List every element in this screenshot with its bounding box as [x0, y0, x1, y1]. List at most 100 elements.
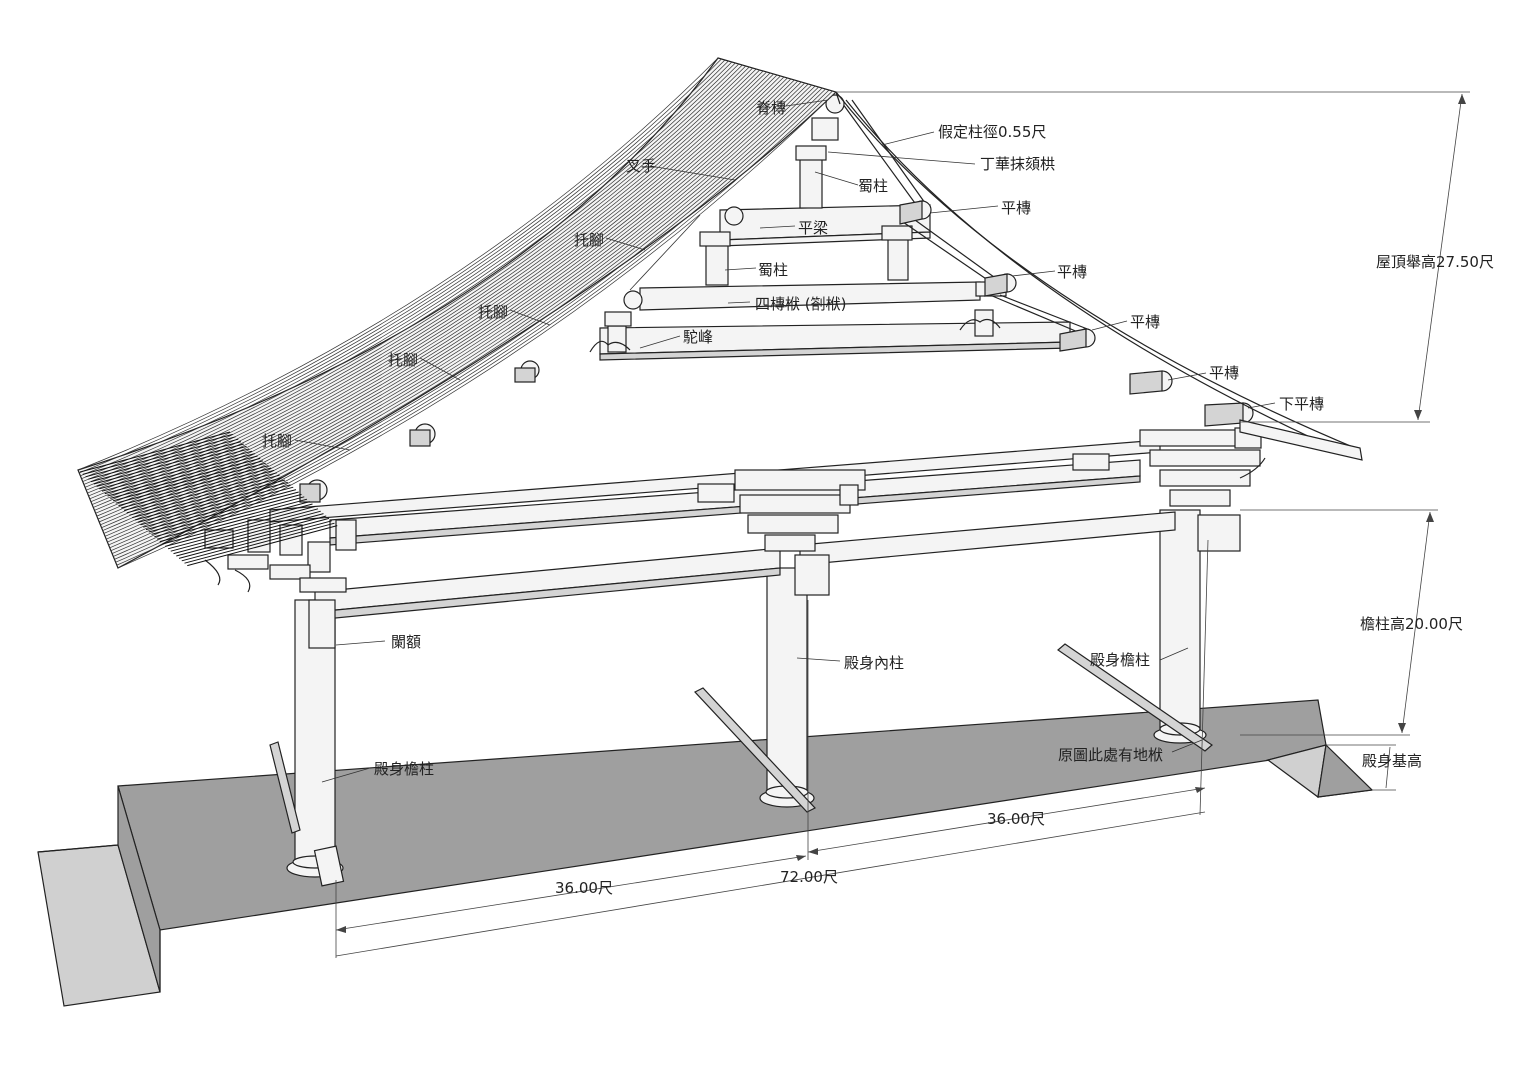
- eave-tile-line: [126, 472, 277, 514]
- eave-tile-line: [167, 508, 319, 550]
- rafter-line: [110, 85, 816, 552]
- rafter-line: [88, 66, 750, 497]
- eave-tile-line: [159, 501, 310, 543]
- eave-tile-line: [181, 520, 332, 562]
- eave-tile-line: [99, 448, 250, 490]
- rafter-line: [107, 82, 806, 543]
- leader-lines: [294, 99, 1276, 783]
- label-tuo-feng: 駝峰: [683, 328, 713, 346]
- dim-base-height: 殿身基高: [1362, 752, 1422, 770]
- rafter-line: [93, 70, 764, 508]
- rafter-line: [79, 58, 722, 474]
- label-yan-zhu-left: 殿身檐柱: [374, 760, 434, 778]
- label-tuo-jiao-3: 托腳: [388, 351, 418, 369]
- rafter-line: [77, 57, 719, 471]
- eave-tile-line: [187, 525, 338, 567]
- eave-tile-line: [162, 503, 313, 545]
- eave-tile-line: [176, 515, 327, 557]
- bracket-middle: [734, 469, 866, 552]
- eave-tile-line: [101, 450, 253, 492]
- dim-column-height: 檐柱高20.00尺: [1360, 615, 1463, 633]
- dim-roof-height: 屋頂舉高27.50尺: [1376, 253, 1494, 271]
- label-xia-ping-tuan: 下平槫: [1279, 395, 1324, 413]
- eave-tile-line: [88, 438, 239, 480]
- rafter-line: [115, 89, 830, 563]
- label-ping-tuan-3: 平槫: [1130, 313, 1160, 331]
- rafter-line: [104, 80, 799, 537]
- rafter-line: [91, 69, 760, 505]
- rafter-line: [109, 84, 812, 549]
- label-yan-zhu-right: 殿身檐柱: [1090, 651, 1150, 669]
- eave-tile-line: [154, 496, 305, 538]
- rafter-line: [117, 91, 837, 569]
- eave-tile-line: [143, 486, 294, 528]
- rafter-line: [84, 63, 740, 488]
- eave-tile-line: [151, 493, 302, 535]
- lower-beams: [269, 439, 1241, 649]
- roof: [77, 57, 1363, 569]
- eave-tile-line: [107, 455, 258, 497]
- label-shu-zhu-top: 蜀柱: [858, 177, 888, 195]
- columns: [286, 509, 1207, 887]
- eave-tile-line: [148, 491, 299, 533]
- label-tuo-jiao-2: 托腳: [478, 303, 508, 321]
- eave-tile-line: [121, 467, 272, 509]
- label-ping-tuan-1: 平槫: [1001, 199, 1031, 217]
- eave-tile-line: [165, 505, 316, 547]
- label-si-tuan-fu: 四槫栿 (劄栿): [755, 295, 846, 313]
- bracket-right: [1139, 427, 1266, 507]
- eave-tile-line: [118, 465, 269, 507]
- label-di-fu: 原圖此處有地栿: [1058, 746, 1163, 764]
- rafter-line: [89, 67, 753, 500]
- rafter-line: [111, 86, 819, 554]
- eave-tile-line: [110, 457, 261, 499]
- eave-tile-line: [82, 433, 233, 475]
- rafter-line: [116, 90, 833, 566]
- eave-tile-line: [129, 474, 280, 516]
- eave-tile-line: [156, 498, 308, 540]
- eave-tile-ends: [79, 431, 338, 567]
- rafter-line: [81, 60, 729, 479]
- rafter-line: [86, 64, 743, 491]
- eave-tile-line: [145, 489, 297, 531]
- label-lan-e: 闌額: [391, 633, 421, 651]
- platform-base: [37, 699, 1374, 1007]
- rafter-line: [83, 62, 736, 485]
- rafter-line: [106, 81, 802, 540]
- label-cha-shou: 叉手: [626, 157, 656, 175]
- eave-tile-line: [115, 462, 266, 504]
- label-nei-zhu: 殿身內柱: [844, 654, 904, 672]
- eave-tile-line: [184, 522, 335, 564]
- rafter-line: [114, 88, 826, 560]
- eave-tile-line: [90, 441, 242, 483]
- eave-tile-line: [96, 445, 247, 487]
- dim-span-total: 72.00尺: [780, 868, 838, 886]
- rafter-line: [82, 61, 733, 482]
- dim-span-left: 36.00尺: [555, 879, 613, 897]
- eave-tile-line: [170, 510, 321, 552]
- label-jia-ding: 假定柱徑0.55尺: [938, 123, 1046, 141]
- label-tuo-jiao-1: 托腳: [574, 231, 604, 249]
- eave-tile-line: [178, 517, 330, 559]
- dim-span-right: 36.00尺: [987, 810, 1045, 828]
- eave-tile-line: [85, 436, 236, 478]
- bracket-sets: [204, 427, 1266, 593]
- label-shu-zhu-2: 蜀柱: [758, 261, 788, 279]
- eave-tile-line: [104, 453, 255, 495]
- label-ping-tuan-2: 平槫: [1057, 263, 1087, 281]
- eave-tile-line: [132, 477, 283, 519]
- roof-truss: [589, 99, 1091, 361]
- rafter-line: [90, 68, 757, 503]
- eave-tile-line: [134, 479, 286, 521]
- label-ping-liang: 平梁: [798, 219, 828, 237]
- eave-tile-line: [79, 431, 231, 473]
- label-ding-hua: 丁華抹頦栱: [980, 155, 1055, 173]
- dimension-lines: [335, 91, 1470, 958]
- rafter-line: [108, 83, 809, 546]
- eave-tile-line: [137, 481, 288, 523]
- rafter-line: [87, 65, 747, 494]
- label-tuo-jiao-4: 托腳: [262, 432, 292, 450]
- eave-tile-line: [140, 484, 291, 526]
- label-ping-tuan-4: 平槫: [1209, 364, 1239, 382]
